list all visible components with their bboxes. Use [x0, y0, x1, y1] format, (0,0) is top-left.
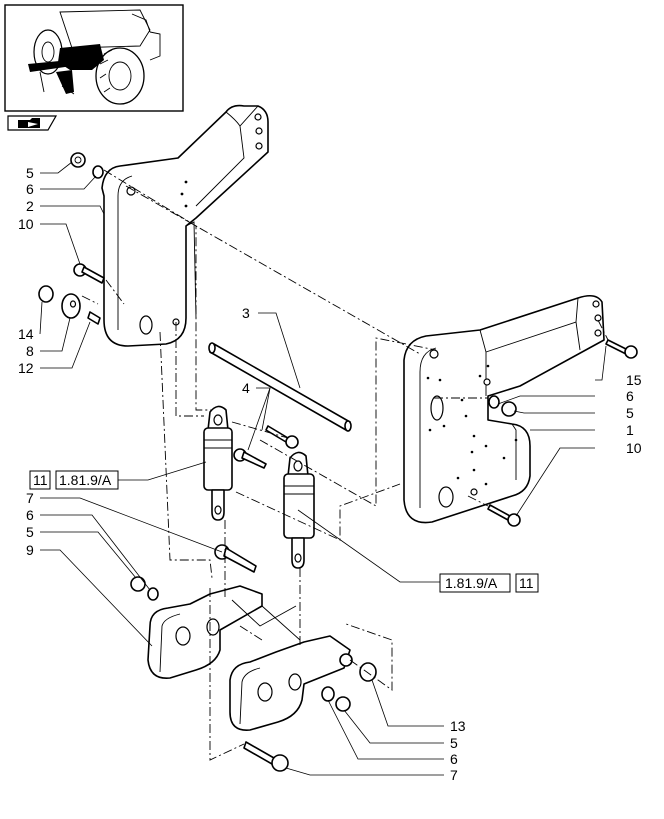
nav-folder-button[interactable]: [7, 115, 58, 131]
callout-13: 13: [450, 718, 466, 734]
part-6-washer-mid[interactable]: [147, 587, 159, 601]
part-13-bush[interactable]: [359, 662, 377, 682]
callout-5-bottom: 5: [450, 735, 458, 751]
callout-7-bottom: 7: [450, 767, 458, 783]
callout-6-top: 6: [26, 181, 34, 197]
callout-5-top: 5: [26, 165, 34, 181]
part-6-washer-bottom[interactable]: [321, 686, 335, 702]
part-4-bolt-lower[interactable]: [233, 448, 267, 469]
callout-5-mid: 5: [26, 524, 34, 540]
callout-6-bottom: 6: [450, 751, 458, 767]
part-7-bolt-bottom[interactable]: [243, 741, 289, 772]
callout-14: 14: [18, 326, 34, 342]
callout-labels: 5 6 2 10 14 8 12 3 4 15 6 5 1 10 7 6 5 9…: [18, 165, 642, 783]
callout-1: 1: [626, 422, 634, 438]
right-shock-absorber[interactable]: [283, 451, 315, 569]
callout-4: 4: [242, 380, 250, 396]
part-6-washer-right[interactable]: [488, 395, 500, 409]
callout-3: 3: [242, 305, 250, 321]
callout-8: 8: [26, 343, 34, 359]
part-7-bolt-mid[interactable]: [214, 544, 257, 573]
part-5-nut-mid[interactable]: [130, 576, 146, 592]
ref-right-code: 1.81.9/A: [445, 575, 498, 591]
part-10-bolt-left[interactable]: [73, 263, 105, 284]
ref-link-right[interactable]: 1.81.9/A 11: [439, 573, 539, 593]
leader-lines: [39, 161, 607, 776]
callout-12: 12: [18, 360, 34, 376]
callout-15: 15: [626, 372, 642, 388]
ref-right-num: 11: [519, 575, 534, 591]
callout-6-mid: 6: [26, 507, 34, 523]
callout-7-mid: 7: [26, 490, 34, 506]
part-12-grease-nipple[interactable]: [87, 311, 101, 325]
part-3-shaft[interactable]: [208, 342, 352, 432]
left-shock-absorber[interactable]: [203, 405, 233, 521]
part-6-washer-top[interactable]: [92, 165, 104, 179]
part-8-washer[interactable]: [61, 293, 81, 319]
tractor-front-axle-thumbnail-icon: [28, 9, 161, 105]
callout-10-right: 10: [626, 440, 642, 456]
part-14-nut[interactable]: [38, 285, 54, 303]
part-10-bolt-right[interactable]: [487, 504, 521, 527]
callout-5-right: 5: [626, 405, 634, 421]
part-5-nut-right[interactable]: [501, 401, 517, 417]
ref-left-num: 11: [33, 472, 48, 488]
part-1-right-bracket[interactable]: [403, 294, 605, 524]
part-4-bolt-upper[interactable]: [265, 425, 299, 449]
part-5-nut-bottom[interactable]: [335, 696, 351, 712]
part-9-link-right[interactable]: [229, 605, 353, 731]
callout-6-right: 6: [626, 388, 634, 404]
part-15-bolt[interactable]: [605, 339, 638, 359]
ref-link-left[interactable]: 11 1.81.9/A: [29, 470, 119, 490]
folder-arrow-icon: [18, 118, 40, 128]
part-5-nut-top[interactable]: [70, 152, 86, 168]
callout-10-left: 10: [18, 216, 34, 232]
ref-left-code: 1.81.9/A: [59, 472, 112, 488]
callout-9: 9: [26, 542, 34, 558]
assembly-axis-lines: [81, 169, 609, 761]
tractor-thumbnail[interactable]: [4, 4, 184, 112]
callout-2: 2: [26, 198, 34, 214]
